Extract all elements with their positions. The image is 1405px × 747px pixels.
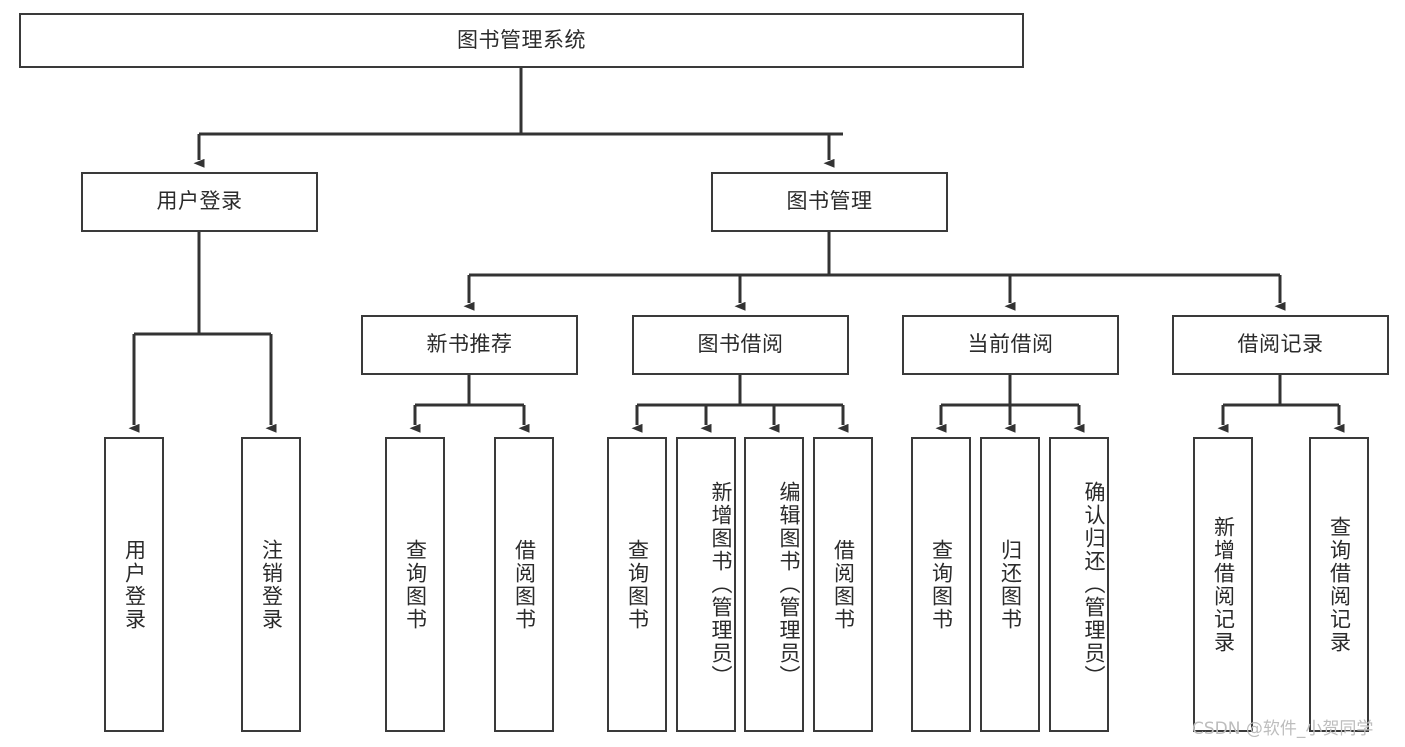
node-book-borrow-label: 图书借阅 [697,332,784,357]
leaf-query-book-2-label: 查询图书 [625,538,650,631]
leaf-confirm-return-label: 确认归还（管理员） [1082,481,1106,688]
leaf-return-book-label: 归还图书 [998,538,1023,631]
leaf-query-book-3[interactable]: 查询图书 [911,437,971,732]
leaf-add-record-label: 新增借阅记录 [1211,515,1236,654]
leaf-borrow-book-1[interactable]: 借阅图书 [494,437,554,732]
leaf-confirm-return[interactable]: 确认归还（管理员） [1049,437,1109,732]
leaf-borrow-book-2-label: 借阅图书 [831,538,856,631]
leaf-query-record[interactable]: 查询借阅记录 [1309,437,1369,732]
leaf-return-book[interactable]: 归还图书 [980,437,1040,732]
leaf-add-book-label: 新增图书（管理员） [709,481,733,688]
leaf-query-book-1-label: 查询图书 [403,538,428,631]
watermark: CSDN @软件_小贺同学 [1192,719,1374,739]
node-borrow-record-label: 借阅记录 [1237,332,1324,357]
leaf-add-record[interactable]: 新增借阅记录 [1193,437,1253,732]
node-book-manage-label: 图书管理 [786,189,873,214]
node-user-login-label: 用户登录 [156,189,243,214]
leaf-query-book-2[interactable]: 查询图书 [607,437,667,732]
leaf-user-logout[interactable]: 注销登录 [241,437,301,732]
leaf-query-book-3-label: 查询图书 [929,538,954,631]
node-book-borrow[interactable]: 图书借阅 [632,315,849,375]
node-current-borrow-label: 当前借阅 [967,332,1054,357]
node-new-book-recommend[interactable]: 新书推荐 [361,315,578,375]
leaf-edit-book[interactable]: 编辑图书（管理员） [744,437,804,732]
leaf-borrow-book-1-label: 借阅图书 [512,538,537,631]
leaf-edit-book-label: 编辑图书（管理员） [777,481,801,688]
node-current-borrow[interactable]: 当前借阅 [902,315,1119,375]
node-new-book-recommend-label: 新书推荐 [426,332,513,357]
leaf-query-record-label: 查询借阅记录 [1327,515,1352,654]
leaf-add-book[interactable]: 新增图书（管理员） [676,437,736,732]
leaf-borrow-book-2[interactable]: 借阅图书 [813,437,873,732]
node-root[interactable]: 图书管理系统 [19,13,1024,68]
node-root-label: 图书管理系统 [457,27,586,52]
node-user-login[interactable]: 用户登录 [81,172,318,232]
leaf-user-logout-label: 注销登录 [259,538,284,631]
node-borrow-record[interactable]: 借阅记录 [1172,315,1389,375]
leaf-query-book-1[interactable]: 查询图书 [385,437,445,732]
leaf-user-login[interactable]: 用户登录 [104,437,164,732]
node-book-manage[interactable]: 图书管理 [711,172,948,232]
leaf-user-login-label: 用户登录 [122,538,147,631]
